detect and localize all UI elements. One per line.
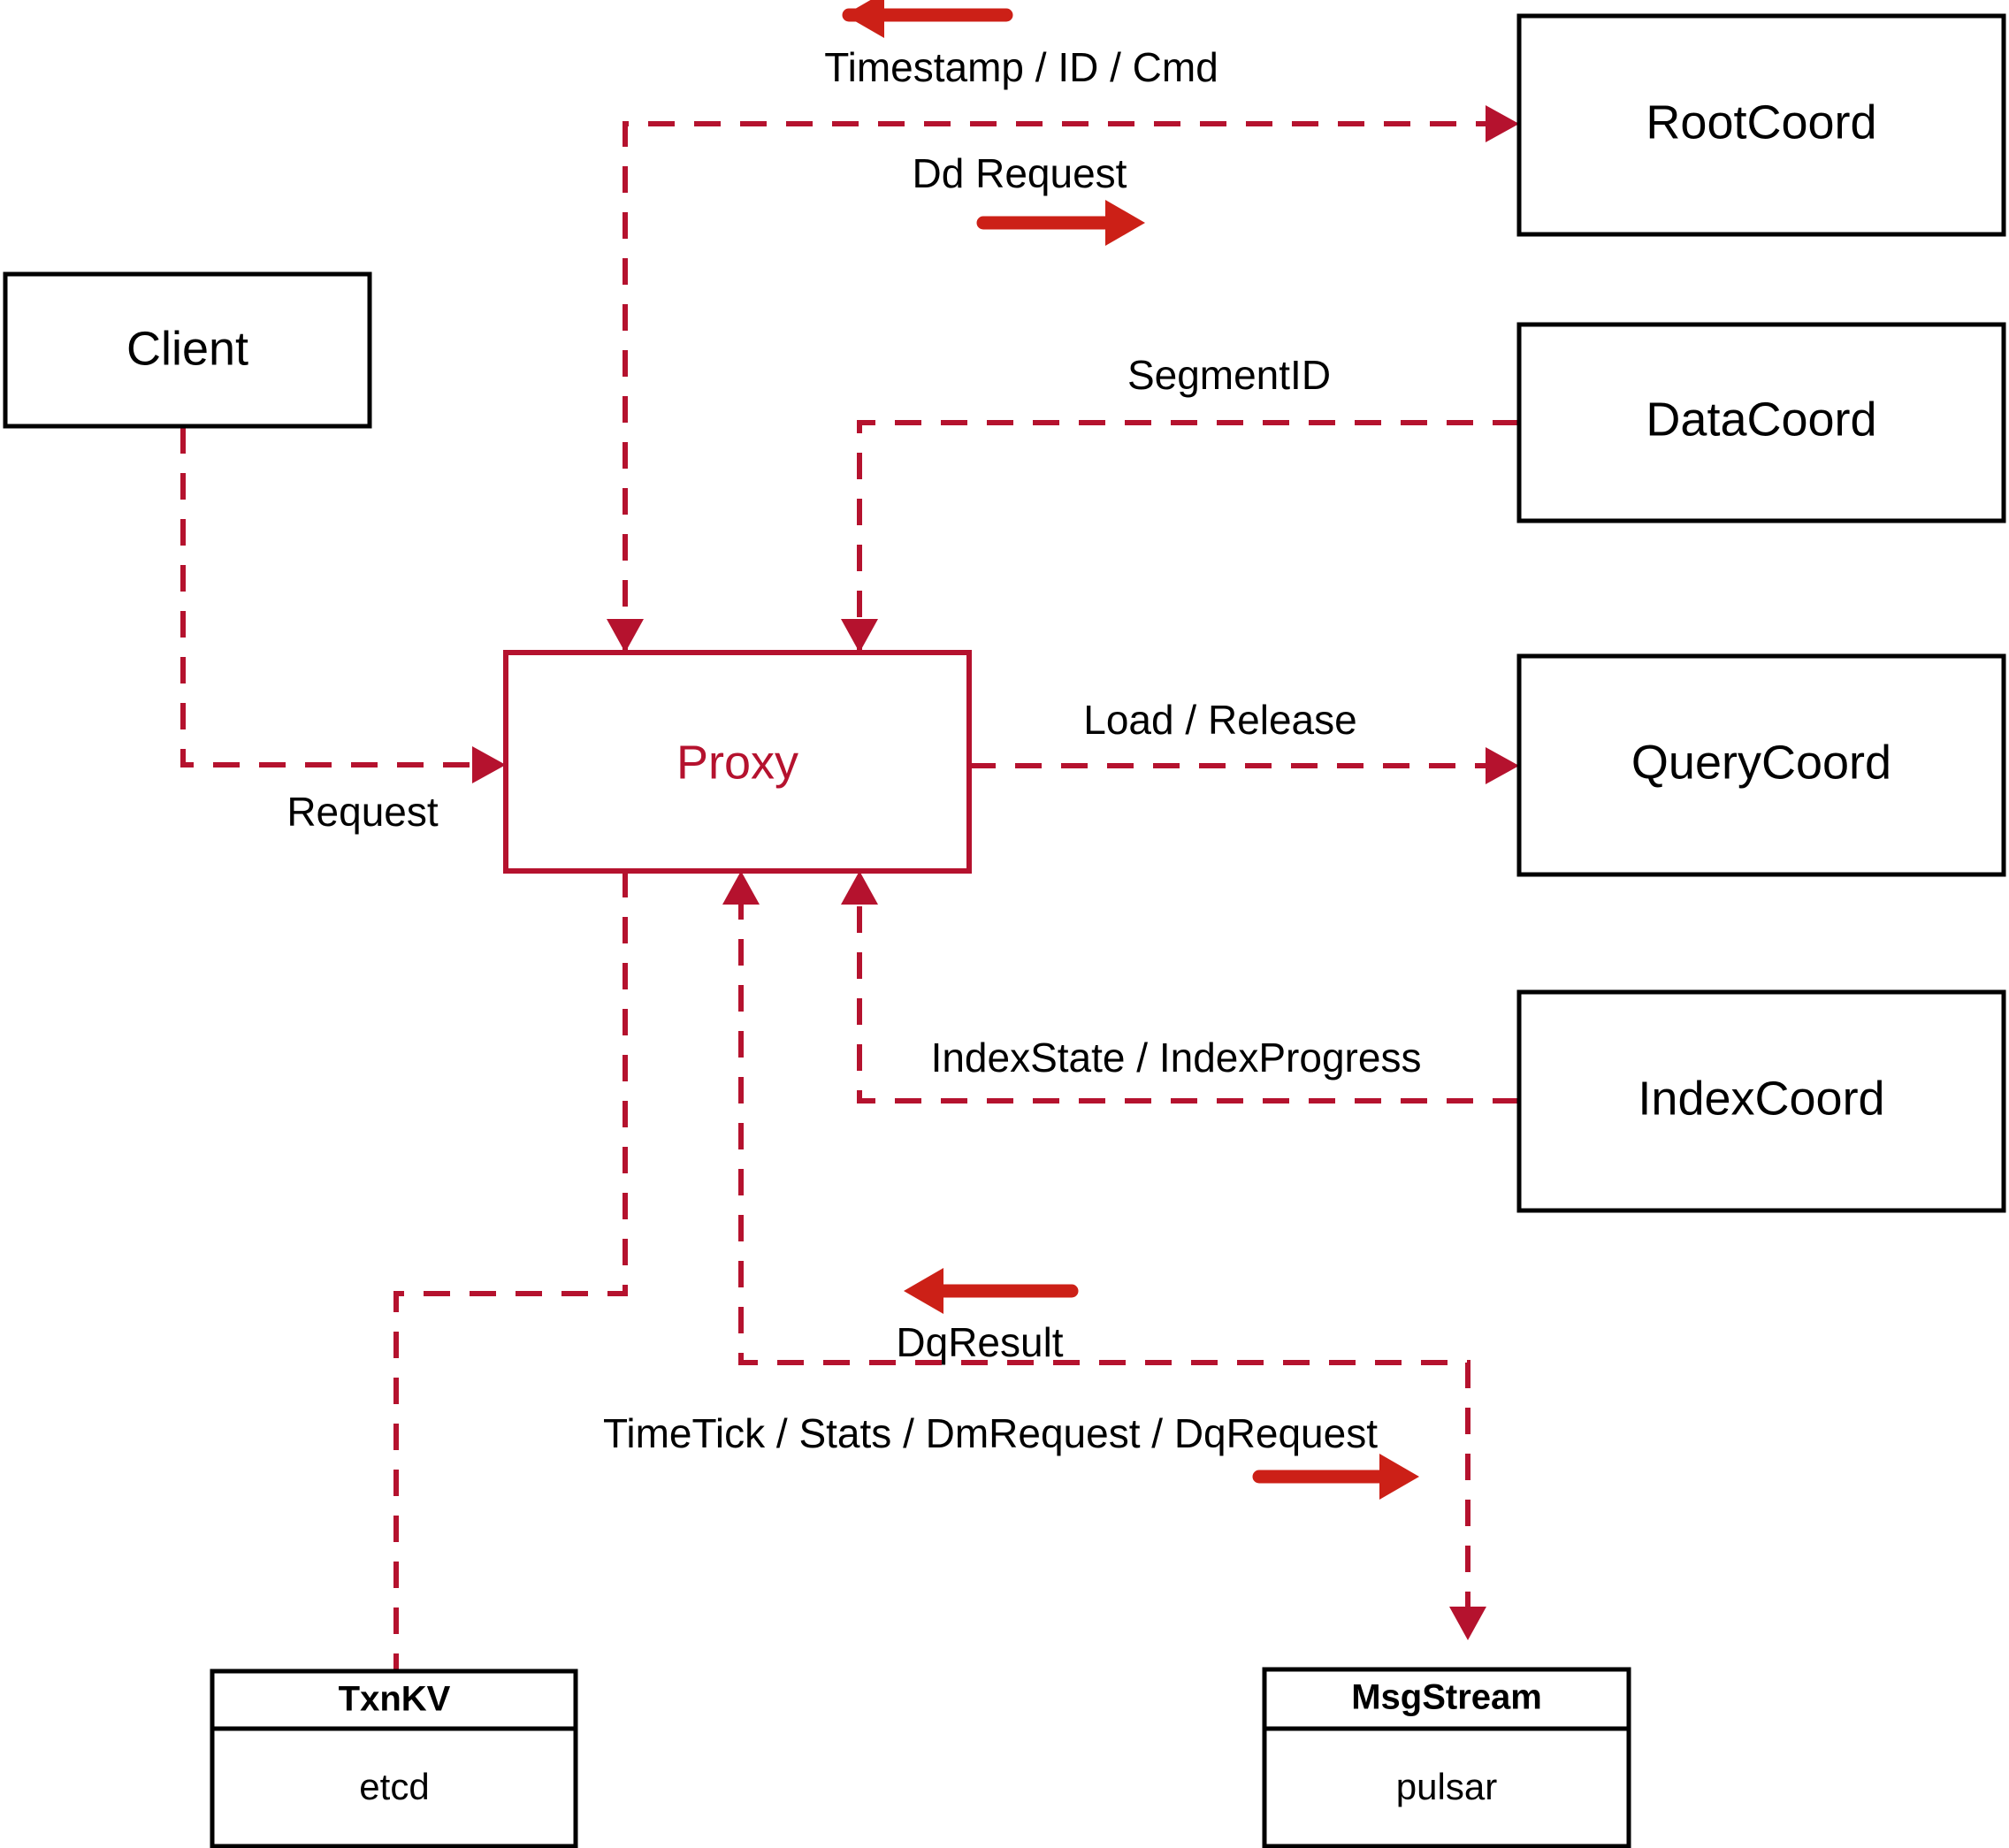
node-indexcoord-label: IndexCoord	[1638, 1072, 1884, 1125]
edge-proxy-to-rootcoord	[607, 105, 1519, 653]
node-msgstream[interactable]: MsgStream pulsar	[1262, 1667, 1631, 1848]
node-msgstream-body: pulsar	[1396, 1766, 1497, 1807]
edge-label-timestamp-id-cmd: Timestamp / ID / Cmd	[824, 44, 1218, 90]
node-txnkv-title: TxnKV	[339, 1680, 451, 1719]
edge-proxy-to-querycoord	[969, 747, 1519, 784]
node-msgstream-box[interactable]	[1262, 1667, 1631, 1848]
edge-label-timetick-stats-dm-dq: TimeTick / Stats / DmRequest / DqRequest	[603, 1410, 1378, 1456]
node-datacoord-label: DataCoord	[1646, 393, 1876, 446]
direction-arrow-dd-request-right	[976, 200, 1145, 246]
node-client[interactable]: Client	[3, 271, 372, 429]
node-msgstream-title: MsgStream	[1351, 1678, 1542, 1717]
node-indexcoord-box[interactable]	[1516, 989, 2006, 1213]
edge-arrowhead-down	[607, 619, 644, 653]
edge-path	[180, 427, 485, 767]
edge-indexcoord-to-proxy	[841, 871, 1519, 1103]
edge-label-dd-request: Dd Request	[913, 150, 1127, 196]
edge-arrowhead	[472, 746, 506, 783]
node-proxy-box[interactable]	[503, 650, 972, 874]
edge-path	[857, 420, 1519, 653]
edge-arrowhead	[841, 871, 878, 905]
edge-datacoord-to-proxy	[841, 420, 1519, 653]
edge-arrowhead	[1486, 105, 1519, 142]
arrow-head	[904, 1268, 943, 1314]
edge-arrowhead-down	[1449, 1607, 1486, 1640]
direction-arrow-dqresult-left	[904, 1268, 1079, 1314]
edge-path	[738, 893, 1470, 1618]
edge-label-request: Request	[286, 789, 439, 835]
edge-path	[623, 121, 1496, 653]
edge-arrowhead-up	[722, 871, 760, 905]
node-indexcoord[interactable]: IndexCoord	[1516, 989, 2006, 1213]
node-querycoord-box[interactable]	[1516, 653, 2006, 877]
edge-path	[857, 893, 1519, 1103]
edge-label-segment-id: SegmentID	[1127, 352, 1331, 398]
edge-label-index-state-progress: IndexState / IndexProgress	[931, 1035, 1422, 1081]
arrow-head	[1379, 1454, 1419, 1500]
node-querycoord-label: QueryCoord	[1631, 736, 1891, 789]
edge-label-load-release: Load / Release	[1083, 697, 1356, 743]
arrow-head	[1105, 200, 1145, 246]
edge-arrowhead	[1486, 747, 1519, 784]
direction-arrow-timetick-right	[1252, 1454, 1419, 1500]
edge-label-dq-result: DqResult	[896, 1319, 1063, 1365]
node-proxy[interactable]: Proxy	[503, 650, 972, 874]
node-txnkv[interactable]: TxnKV etcd	[210, 1669, 578, 1848]
node-txnkv-body: etcd	[359, 1766, 429, 1807]
node-txnkv-box[interactable]	[210, 1669, 578, 1848]
edge-msgstream-to-proxy	[722, 871, 1486, 1640]
node-querycoord[interactable]: QueryCoord	[1516, 653, 2006, 877]
edge-arrowhead	[841, 619, 878, 653]
edge-proxy-to-txnkv	[393, 871, 628, 1671]
node-datacoord-box[interactable]	[1516, 322, 2006, 523]
arrow-head	[844, 0, 884, 38]
node-rootcoord-box[interactable]	[1516, 13, 2006, 237]
edge-path	[393, 871, 628, 1671]
node-client-label: Client	[126, 322, 248, 375]
node-client-box[interactable]	[3, 271, 372, 429]
node-rootcoord-label: RootCoord	[1646, 95, 1876, 149]
edge-client-to-proxy	[180, 427, 506, 783]
node-rootcoord[interactable]: RootCoord	[1516, 13, 2006, 237]
node-proxy-label: Proxy	[676, 736, 798, 789]
node-datacoord[interactable]: DataCoord	[1516, 322, 2006, 523]
direction-arrow-timestamp-left	[842, 0, 1013, 38]
